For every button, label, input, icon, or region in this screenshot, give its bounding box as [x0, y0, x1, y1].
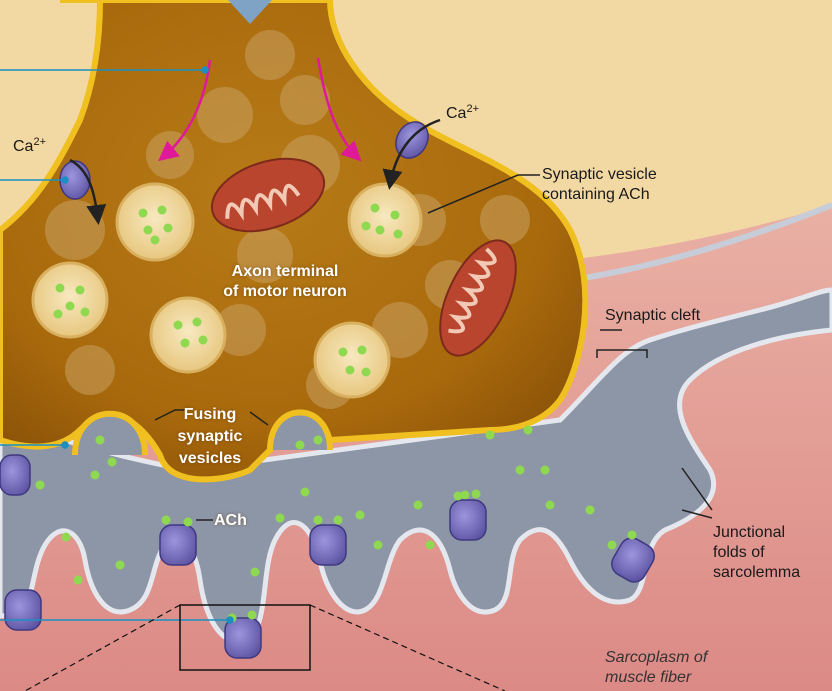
- ach-label: ACh: [214, 511, 247, 531]
- axon-terminal-label: Axon terminal of motor neuron: [195, 262, 375, 302]
- fusing-vesicles-label: Fusing synaptic vesicles: [160, 404, 260, 470]
- synaptic-vesicle-label: Synaptic vesicle containing ACh: [542, 165, 657, 205]
- synaptic-cleft-label: Synaptic cleft: [605, 306, 700, 326]
- ca-label-right: Ca2+: [446, 104, 479, 124]
- junctional-folds-label: Junctional folds of sarcolemma: [713, 523, 800, 583]
- ca-label-left: Ca2+: [13, 137, 46, 157]
- sarcoplasm-label: Sarcoplasm of muscle fiber: [605, 648, 707, 688]
